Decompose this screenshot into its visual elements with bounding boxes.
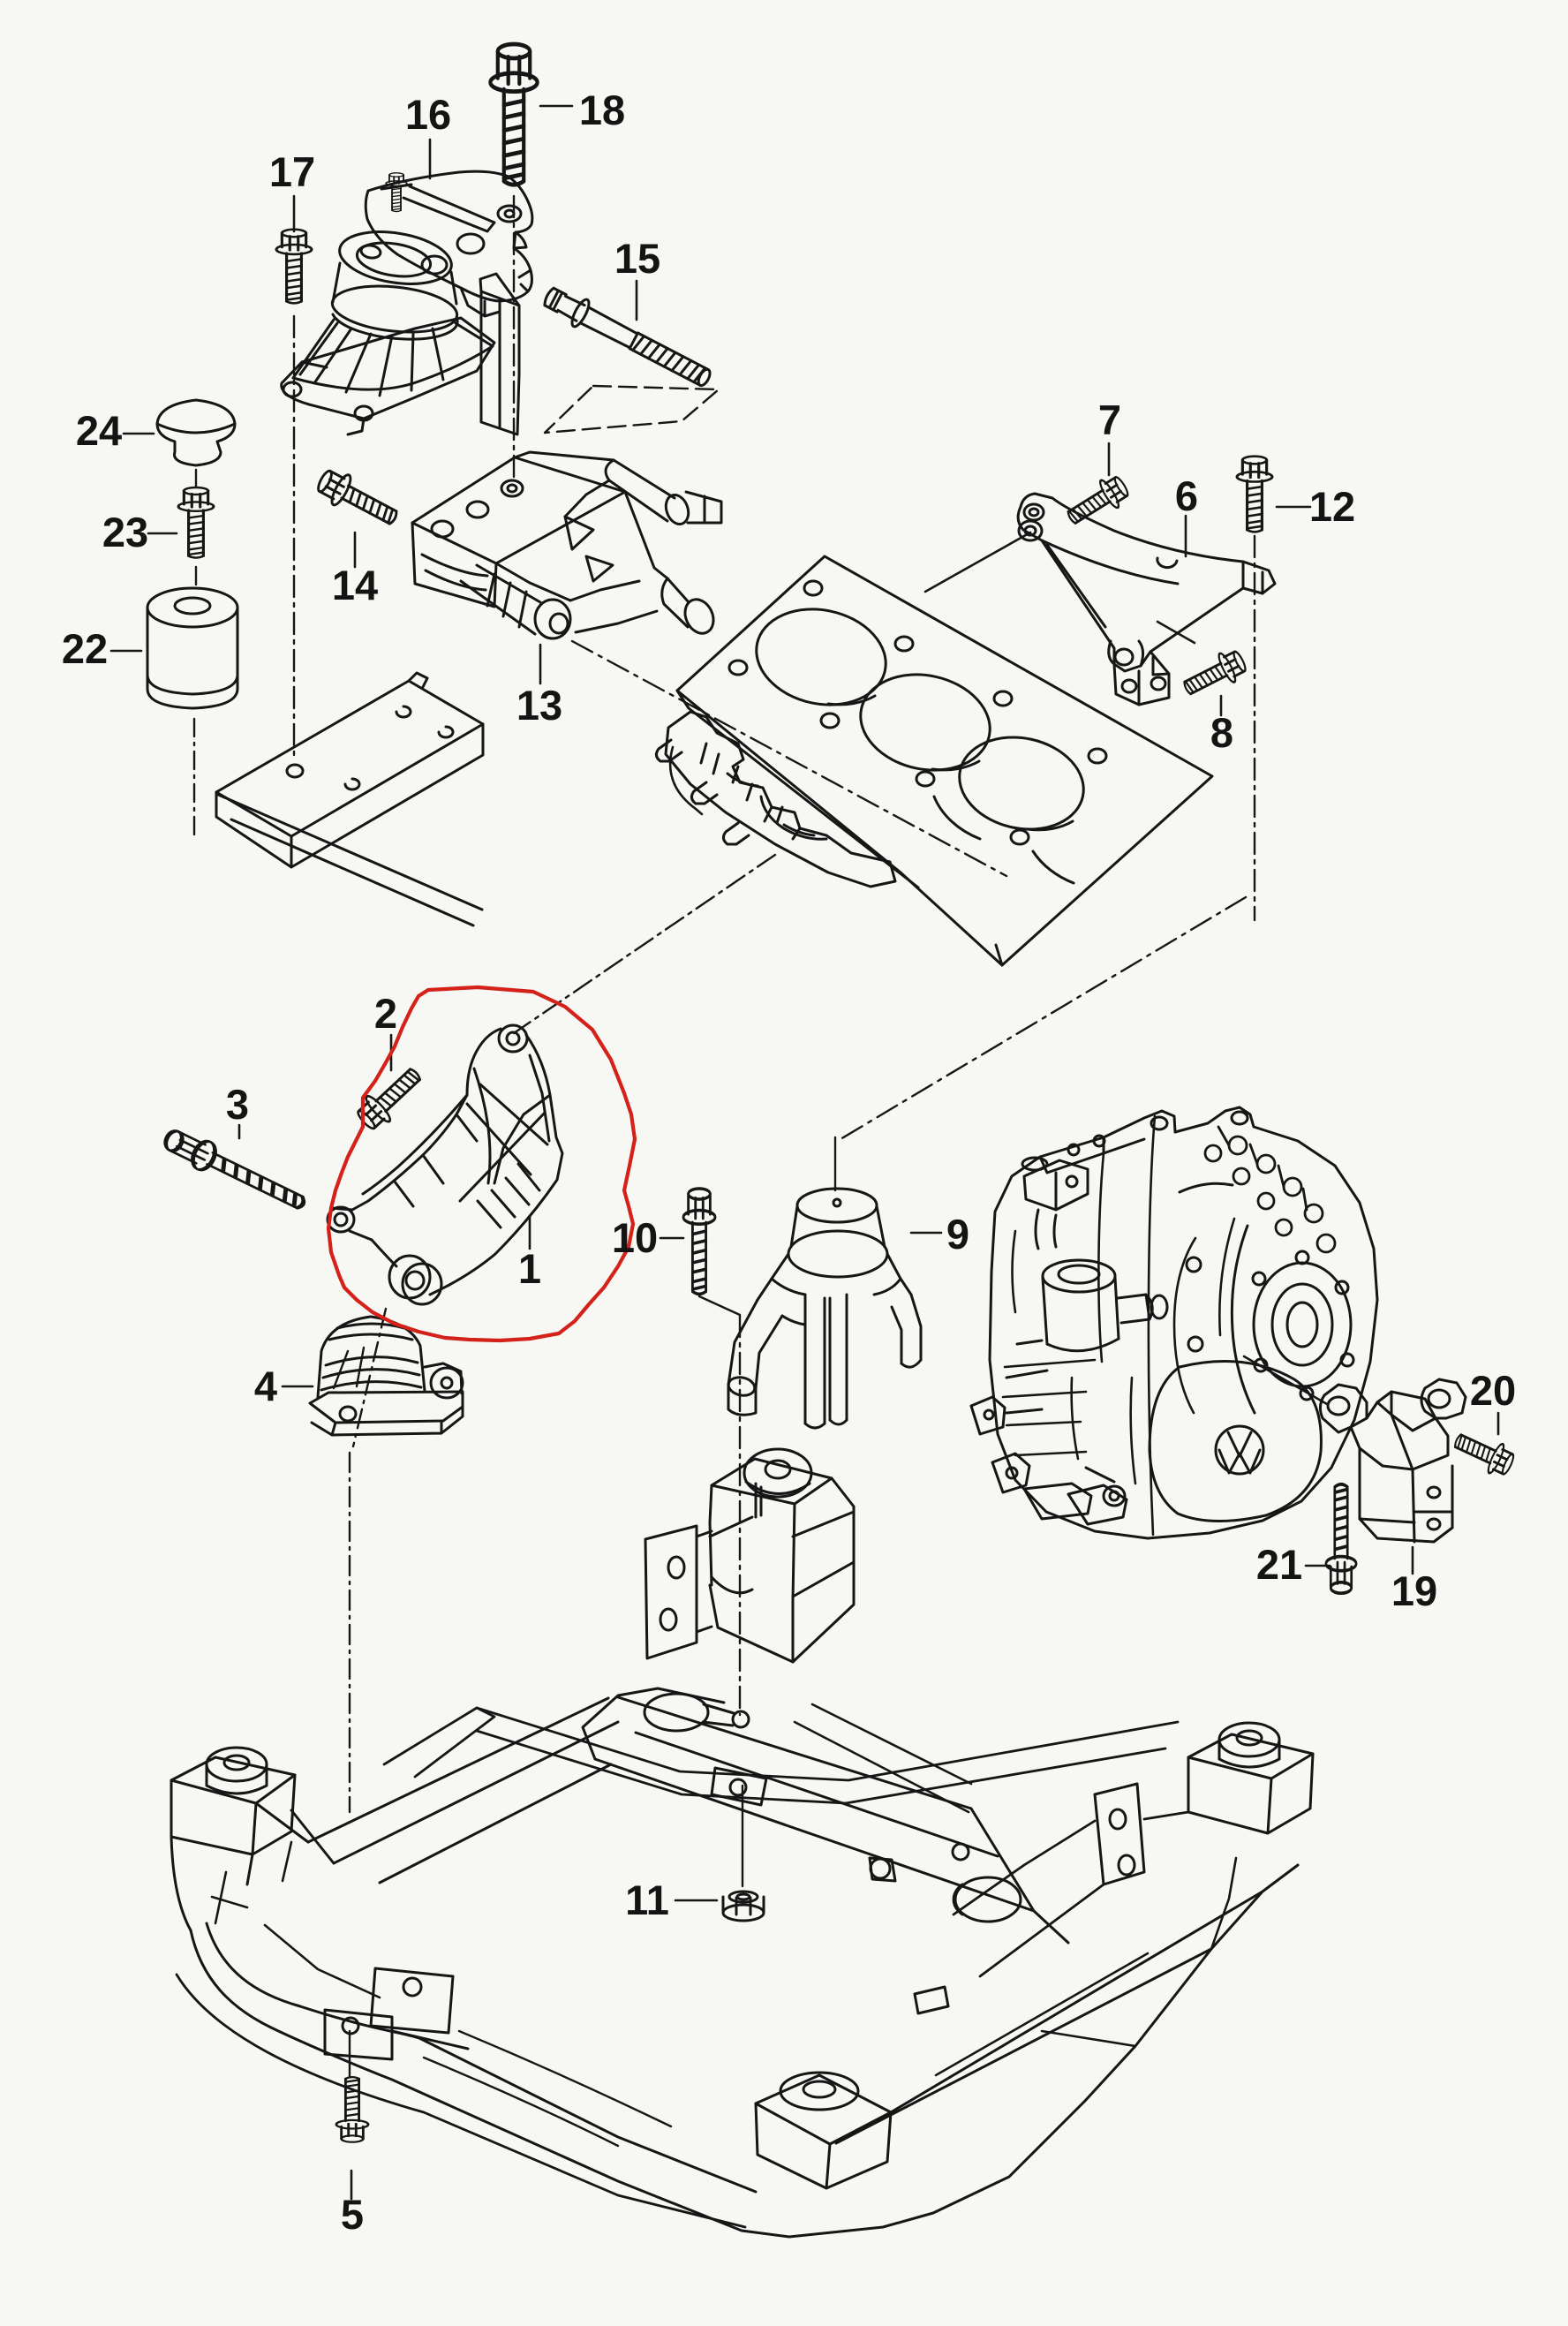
svg-text:23: 23 [102, 509, 148, 555]
svg-text:18: 18 [579, 87, 625, 133]
svg-text:5: 5 [341, 2191, 364, 2238]
svg-text:16: 16 [405, 91, 451, 138]
svg-text:22: 22 [62, 625, 108, 672]
svg-text:21: 21 [1256, 1541, 1302, 1588]
svg-text:7: 7 [1098, 396, 1121, 443]
svg-text:1: 1 [518, 1245, 541, 1292]
svg-text:19: 19 [1391, 1567, 1437, 1614]
svg-text:4: 4 [254, 1363, 277, 1409]
svg-text:9: 9 [946, 1211, 969, 1257]
svg-text:8: 8 [1210, 709, 1233, 756]
svg-text:13: 13 [516, 682, 562, 729]
svg-text:6: 6 [1175, 472, 1198, 519]
svg-text:10: 10 [612, 1214, 658, 1261]
svg-text:11: 11 [625, 1877, 669, 1923]
svg-text:15: 15 [614, 235, 660, 282]
svg-text:3: 3 [226, 1081, 249, 1128]
svg-text:14: 14 [332, 562, 378, 608]
svg-text:20: 20 [1470, 1367, 1516, 1414]
svg-text:17: 17 [269, 148, 315, 195]
svg-text:2: 2 [374, 990, 397, 1037]
svg-text:24: 24 [76, 407, 122, 454]
svg-text:12: 12 [1309, 483, 1355, 530]
